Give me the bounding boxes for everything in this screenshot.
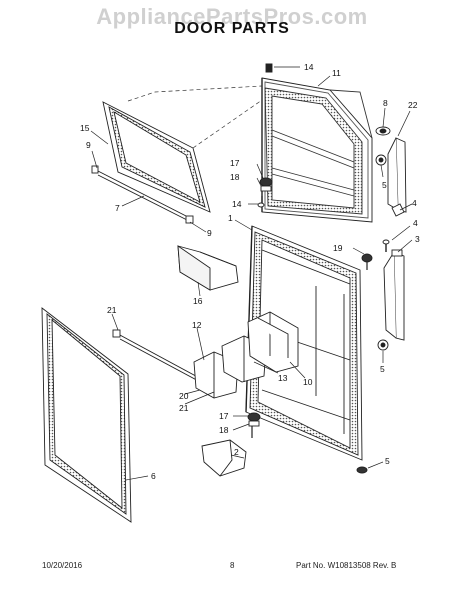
handle-screws xyxy=(382,203,405,252)
callout-18: 18 xyxy=(219,425,229,435)
fresh-food-door xyxy=(245,225,363,461)
callout-20: 20 xyxy=(179,391,189,401)
callout-14: 14 xyxy=(304,62,314,72)
callout-1: 1 xyxy=(228,213,233,223)
freezer-door-gasket xyxy=(102,101,211,213)
callout-16: 16 xyxy=(193,296,203,306)
callout-17: 17 xyxy=(219,411,229,421)
callout-18: 18 xyxy=(230,172,240,182)
watermark: AppliancePartsPros.com xyxy=(96,4,368,29)
callout-6: 6 xyxy=(151,471,156,481)
upper-handle xyxy=(375,137,407,213)
callout-5: 5 xyxy=(385,456,390,466)
footer-part-number: Part No. W10813508 Rev. B xyxy=(296,561,397,570)
callout-19: 19 xyxy=(333,243,343,253)
callout-21: 21 xyxy=(179,403,189,413)
callouts: 14 11 8 22 15 9 17 18 5 7 14 4 9 1 4 3 1… xyxy=(80,62,420,481)
leader-lines xyxy=(90,66,413,481)
callout-21: 21 xyxy=(107,305,117,315)
callout-5: 5 xyxy=(382,180,387,190)
freezer-shelf-bar xyxy=(91,165,194,224)
callout-13: 13 xyxy=(278,373,288,383)
callout-5: 5 xyxy=(380,364,385,374)
callout-17: 17 xyxy=(230,158,240,168)
freezer-door-bin xyxy=(177,245,239,291)
callout-7: 7 xyxy=(115,203,120,213)
callout-2: 2 xyxy=(234,447,239,457)
hinge-hardware-lower xyxy=(247,253,389,474)
fresh-food-door-bin xyxy=(201,439,247,477)
callout-3: 3 xyxy=(415,234,420,244)
callout-9: 9 xyxy=(86,140,91,150)
freezer-door xyxy=(261,77,373,223)
callout-4: 4 xyxy=(412,198,417,208)
fresh-food-door-gasket xyxy=(41,307,132,523)
page-title: DOOR PARTS xyxy=(174,20,290,37)
callout-4: 4 xyxy=(413,218,418,228)
lower-handle xyxy=(383,249,405,341)
callout-14: 14 xyxy=(232,199,242,209)
callout-15: 15 xyxy=(80,123,90,133)
footer-page-number: 8 xyxy=(230,561,235,570)
dairy-bins xyxy=(193,311,299,399)
callout-11: 11 xyxy=(332,68,341,78)
callout-8: 8 xyxy=(383,98,388,108)
hinge-hardware-upper xyxy=(257,63,391,208)
callout-22: 22 xyxy=(408,100,418,110)
callout-12: 12 xyxy=(192,320,202,330)
callout-9: 9 xyxy=(207,228,212,238)
callout-10: 10 xyxy=(303,377,313,387)
assembly-lines xyxy=(127,85,263,149)
footer-date: 10/20/2016 xyxy=(42,561,83,570)
